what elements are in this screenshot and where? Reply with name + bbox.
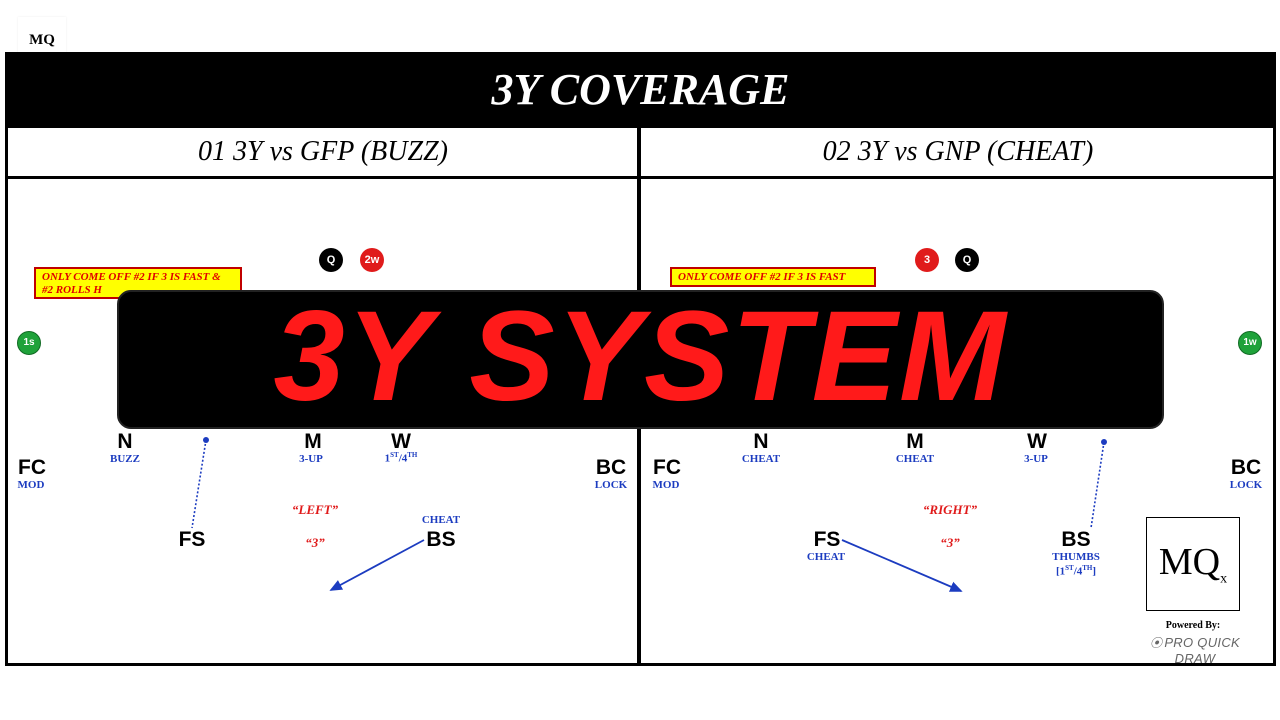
fs-dotted-route-left — [191, 439, 207, 529]
player-m-left: M — [304, 430, 322, 453]
player-bs-tag-right: THUMBS — [1052, 551, 1100, 563]
player-bs-tag2-right: [1ST/4TH] — [1055, 564, 1097, 578]
page-title: 3Y COVERAGE — [491, 65, 790, 114]
player-fc-tag-left: MOD — [17, 479, 45, 491]
player-w-right: W — [1027, 430, 1047, 453]
player-fs-right: FS — [813, 528, 841, 551]
offense-1s-left: 1s — [17, 331, 41, 355]
call-right: “RIGHT” — [922, 502, 978, 517]
player-fc-right: FC — [653, 456, 681, 479]
coaching-note-right: ONLY COME OFF #2 IF 3 IS FAST — [670, 267, 876, 287]
powered-by-label: Powered By: — [1165, 620, 1221, 631]
panel-heading-right: 02 3Y vs GNP (CHEAT) — [822, 136, 1094, 167]
count-right: “3” — [940, 535, 960, 550]
player-w-left: W — [391, 430, 411, 453]
player-n-tag-left: BUZZ — [110, 453, 140, 465]
fs-arrow-right — [841, 539, 963, 592]
player-n-tag-right: CHEAT — [741, 453, 781, 465]
player-bc-tag-left: LOCK — [594, 479, 628, 491]
player-m-right: M — [906, 430, 924, 453]
player-m-tag-right: CHEAT — [895, 453, 935, 465]
offense-q-left: Q — [319, 248, 343, 272]
panel-heading-left: 01 3Y vs GFP (BUZZ) — [198, 136, 448, 167]
title-bar — [5, 52, 1276, 128]
offense-3-right: 3 — [915, 248, 939, 272]
player-bc-left: BC — [595, 456, 627, 479]
brand-label: ⦿PRO QUICK DRAW — [1150, 635, 1240, 666]
overlay-banner — [117, 290, 1164, 429]
player-w-tag-left: 1ST/4TH — [384, 451, 418, 465]
overlay-title: 3Y SYSTEM — [273, 285, 1008, 428]
mq-logo: MQx — [1158, 541, 1228, 587]
player-bs-tag-left: CHEAT — [421, 514, 461, 526]
player-bs-right: BS — [1061, 528, 1091, 551]
player-bc-tag-right: LOCK — [1229, 479, 1263, 491]
player-n-left: N — [117, 430, 133, 453]
bs-arrow-left — [329, 539, 425, 591]
player-fs-left: FS — [178, 528, 206, 551]
call-left: “LEFT” — [291, 502, 339, 517]
player-fc-tag-right: MOD — [652, 479, 680, 491]
bs-dotted-route-right — [1090, 441, 1105, 529]
player-bc-right: BC — [1230, 456, 1262, 479]
mq-logo-box — [1146, 517, 1240, 611]
player-m-tag-left: 3-UP — [299, 453, 323, 465]
offense-2w-left: 2w — [360, 248, 384, 272]
pqd-icon: ⦿ — [1150, 636, 1163, 650]
offense-q-right: Q — [955, 248, 979, 272]
player-fs-tag-right: CHEAT — [806, 551, 846, 563]
player-n-right: N — [753, 430, 769, 453]
player-fc-left: FC — [18, 456, 46, 479]
offense-1w-right: 1w — [1238, 331, 1262, 355]
player-bs-left: BS — [426, 528, 456, 551]
player-w-tag-right: 3-UP — [1024, 453, 1048, 465]
count-left: “3” — [305, 535, 325, 550]
